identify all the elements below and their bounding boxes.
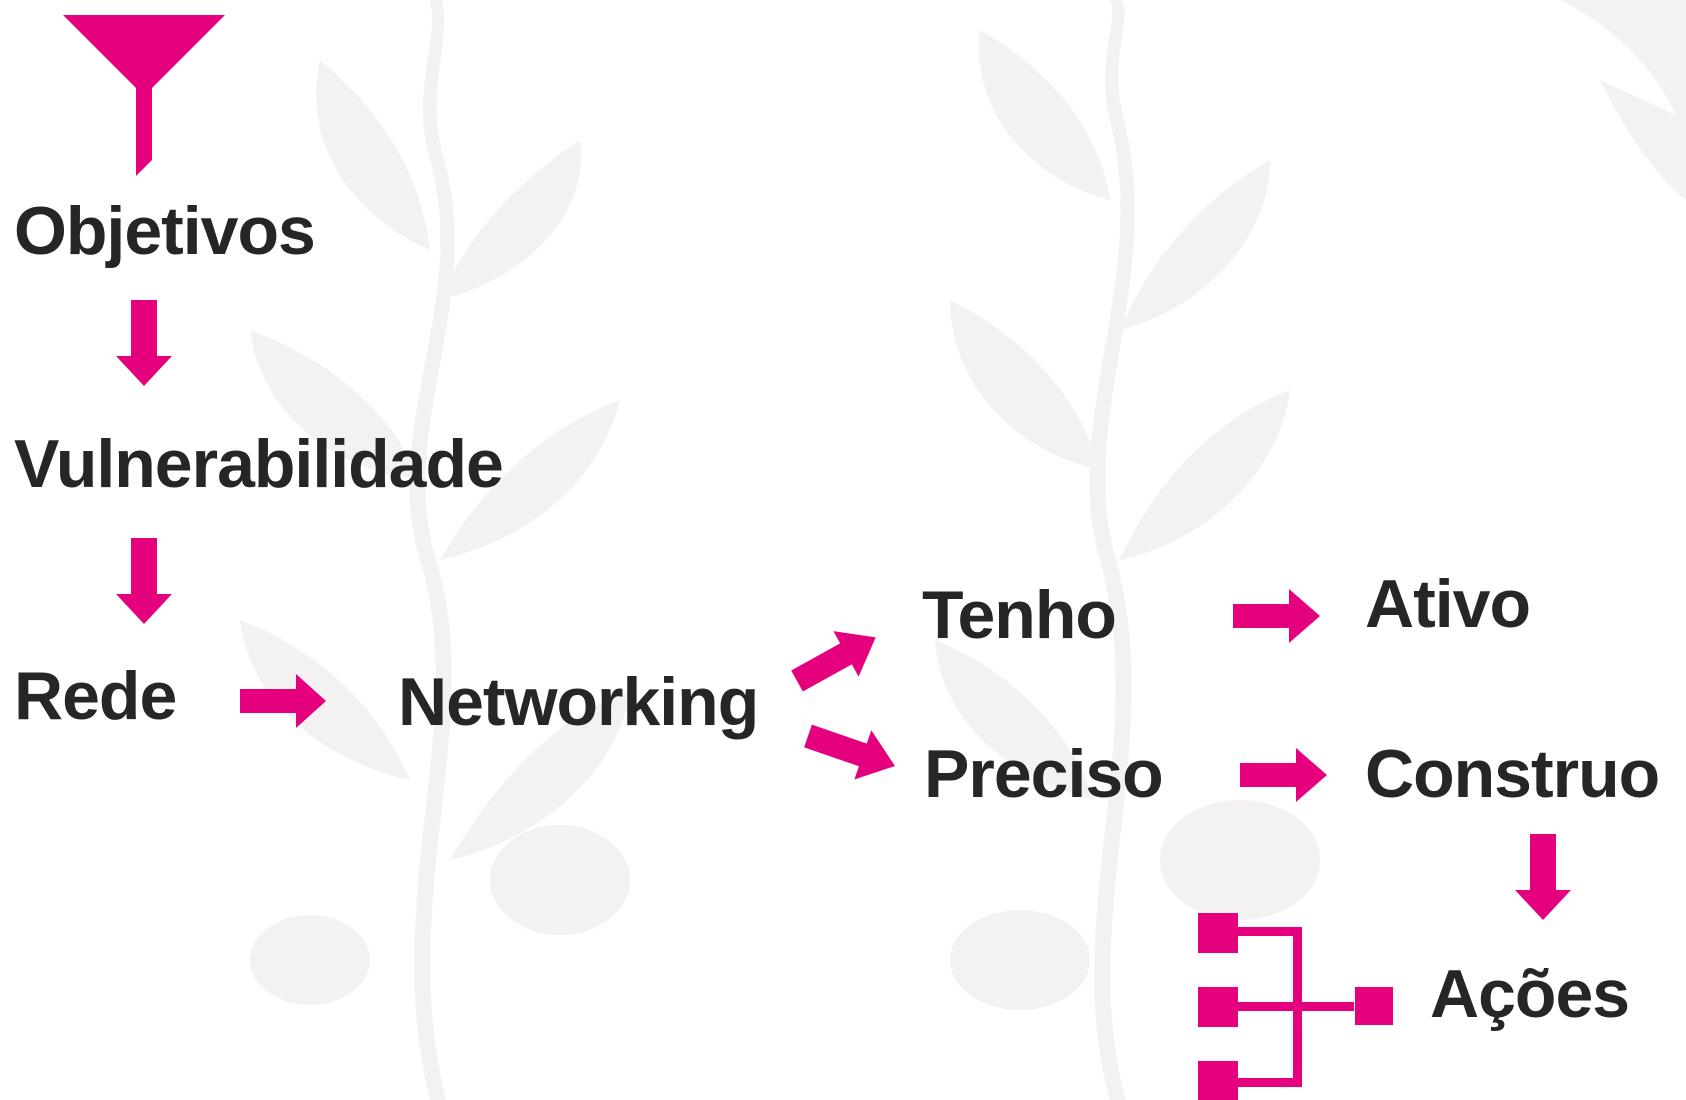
node-vulnerabilidade: Vulnerabilidade xyxy=(14,426,504,502)
node-objetivos: Objetivos xyxy=(14,193,316,269)
arrow-construo-to-acoes xyxy=(1515,834,1571,920)
arrow-networking-to-preciso xyxy=(804,724,895,780)
arrow-tenho-to-ativo xyxy=(1233,589,1320,643)
node-ativo: Ativo xyxy=(1365,566,1531,642)
arrow-vulnerabilidade-to-rede xyxy=(116,538,172,624)
arrow-preciso-to-construo xyxy=(1240,748,1327,802)
funnel-icon xyxy=(63,15,225,176)
node-networking: Networking xyxy=(398,664,759,740)
arrow-networking-to-tenho xyxy=(791,631,876,692)
node-tenho: Tenho xyxy=(922,577,1117,653)
arrow-rede-to-networking xyxy=(240,674,326,728)
hierarchy-icon xyxy=(1198,913,1393,1100)
node-rede: Rede xyxy=(14,658,177,734)
node-acoes: Ações xyxy=(1430,956,1630,1032)
node-construo: Construo xyxy=(1365,736,1660,812)
arrow-objetivos-to-vulnerabilidade xyxy=(116,300,172,386)
node-preciso: Preciso xyxy=(924,736,1164,812)
